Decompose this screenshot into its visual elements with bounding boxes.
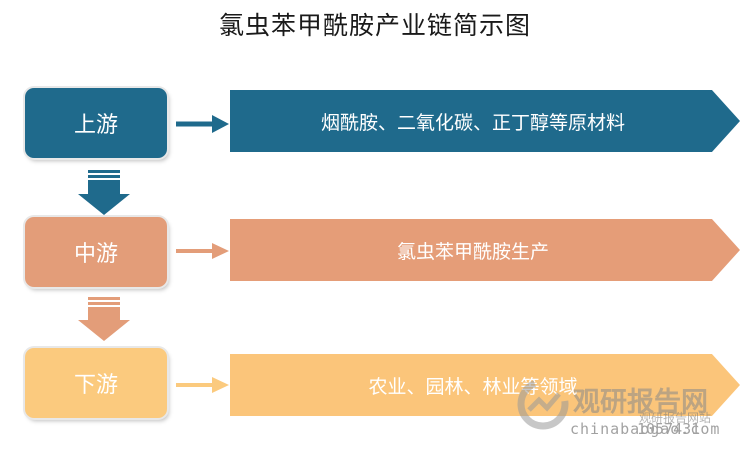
watermark-url: chinabaogao.com (570, 420, 721, 438)
stage-downstream: 下游 (25, 348, 167, 418)
watermark-number: 1057431 (637, 420, 701, 438)
banner-upstream: 烟酰胺、二氧化碳、正丁醇等原材料 (230, 90, 740, 152)
right-arrow-upstream-icon (176, 115, 229, 133)
banner-upstream-text: 烟酰胺、二氧化碳、正丁醇等原材料 (320, 111, 625, 134)
down-arrow-2-icon (78, 297, 130, 341)
stage-midstream-label: 中游 (73, 242, 118, 267)
stage-upstream-label: 上游 (73, 113, 118, 138)
stage-downstream-label: 下游 (73, 373, 118, 398)
watermark-brand: 观研报告网 (573, 387, 708, 418)
banner-midstream-text: 氯虫苯甲酰胺生产 (396, 240, 549, 263)
right-arrow-midstream-icon (176, 243, 229, 259)
stage-upstream: 上游 (25, 88, 167, 158)
stage-midstream: 中游 (25, 217, 167, 287)
diagram-title: 氯虫苯甲酰胺产业链简示图 (218, 11, 531, 40)
watermark-logo-icon (517, 378, 569, 430)
banner-midstream: 氯虫苯甲酰胺生产 (230, 219, 740, 281)
watermark-site-name: 观研报告网站 (639, 411, 712, 425)
down-arrow-1-icon (78, 170, 130, 215)
watermark: 观研报告网 观研报告网站 chinabaogao.com 1057431 (515, 372, 745, 442)
right-arrow-downstream-icon (176, 377, 229, 393)
